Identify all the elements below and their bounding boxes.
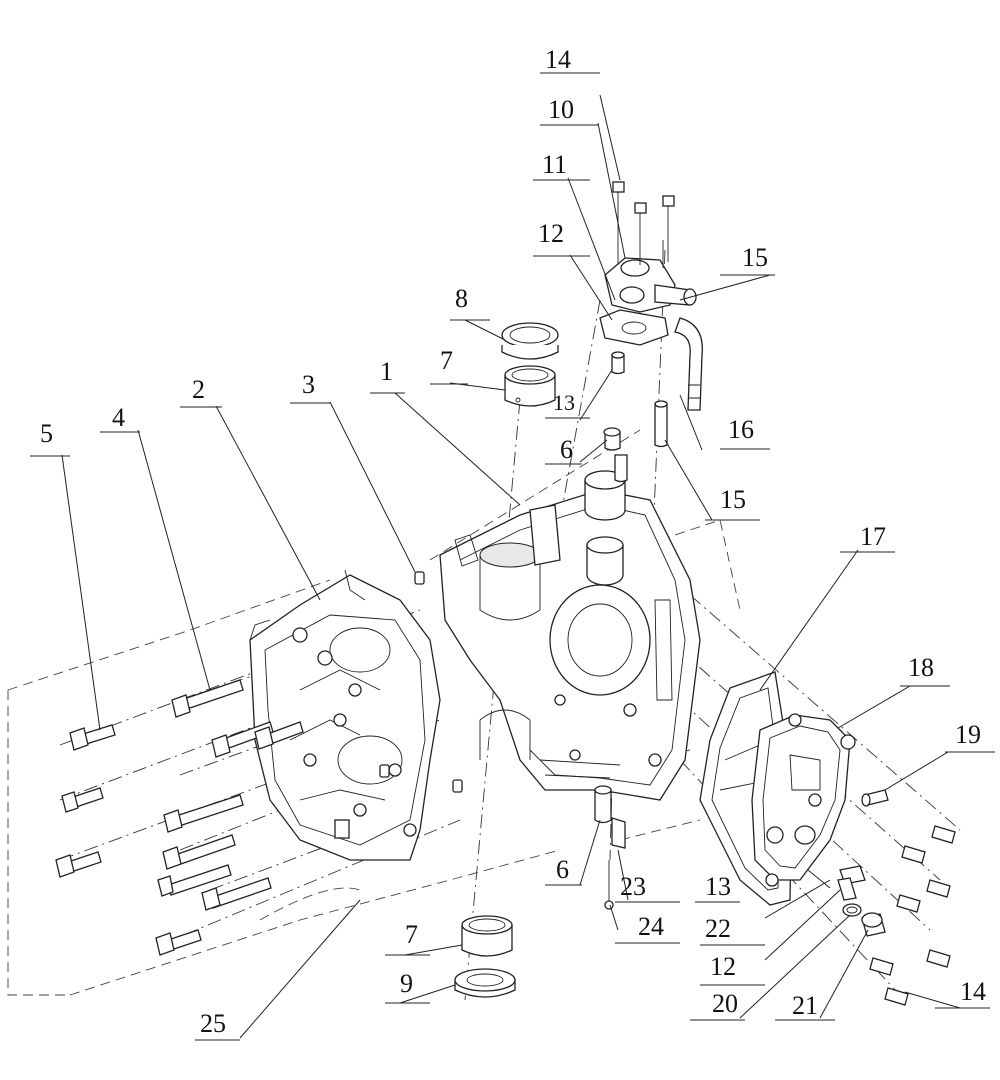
- callout-17: 17: [860, 522, 886, 551]
- callout-11: 11: [542, 150, 567, 179]
- callout-8: 8: [455, 284, 468, 313]
- callout-5: 5: [40, 419, 53, 448]
- bolt-long: [157, 864, 232, 897]
- bushings-and-sleeves: [594, 351, 668, 910]
- callout-10: 10: [548, 95, 574, 124]
- callout-12: 12: [710, 952, 736, 981]
- side-cover: [751, 713, 856, 887]
- callout-3: 3: [302, 370, 315, 399]
- callout-19: 19: [955, 720, 981, 749]
- callout-13: 13: [705, 872, 731, 901]
- crankcase-bolts: [55, 679, 304, 956]
- bolt: [869, 957, 894, 976]
- callout-2: 2: [192, 375, 205, 404]
- callout-25: 25: [200, 1009, 226, 1038]
- callout-13: 13: [553, 390, 575, 415]
- callout-1: 1: [380, 357, 393, 386]
- callout-14: 14: [545, 45, 571, 74]
- bolt-mid: [254, 721, 304, 750]
- callout-7: 7: [440, 346, 453, 375]
- callout-15: 15: [720, 485, 746, 514]
- bolt: [884, 987, 909, 1006]
- callout-7: 7: [405, 920, 418, 949]
- leader-lines: [61, 94, 961, 1039]
- callout-labels: 14 10 11 12 15 8 7 13 1 3 2 4 5 16 6 15 …: [40, 45, 986, 1038]
- callout-20: 20: [712, 989, 738, 1018]
- bolt: [931, 825, 956, 844]
- callout-23: 23: [620, 872, 646, 901]
- callout-16: 16: [728, 415, 754, 444]
- callout-15: 15: [742, 243, 768, 272]
- crankcase-left-half: [249, 569, 441, 861]
- bolt: [901, 845, 926, 864]
- bolt-short: [55, 851, 102, 878]
- bolt-short: [155, 929, 202, 956]
- callout-6: 6: [560, 435, 573, 464]
- bolt-short: [61, 787, 104, 813]
- bolt-long: [163, 794, 244, 833]
- bolt-short: [69, 724, 116, 751]
- thermostat-housing: [599, 181, 697, 346]
- callout-18: 18: [908, 653, 934, 682]
- callout-12: 12: [538, 219, 564, 248]
- callout-21: 21: [792, 991, 818, 1020]
- coolant-hose: [674, 317, 703, 411]
- crankcase-right-half: [439, 470, 701, 801]
- callout-4: 4: [112, 403, 125, 432]
- bolt: [926, 879, 951, 898]
- fitting-19: [861, 789, 889, 807]
- bolt-long: [162, 834, 236, 870]
- bolt: [926, 949, 951, 968]
- bolt-long: [201, 877, 272, 911]
- bolt-long: [171, 679, 244, 718]
- callout-24: 24: [638, 912, 664, 941]
- callout-underlines: [30, 72, 995, 1041]
- callout-22: 22: [705, 914, 731, 943]
- drain-fittings: [807, 865, 886, 937]
- callout-6: 6: [556, 855, 569, 884]
- bolt: [896, 894, 921, 913]
- callout-14: 14: [960, 977, 986, 1006]
- callout-9: 9: [400, 969, 413, 998]
- upper-bearing-and-seal: [501, 322, 559, 407]
- cover-bolts: [861, 789, 956, 1006]
- lower-bearing-and-seal: [454, 915, 516, 998]
